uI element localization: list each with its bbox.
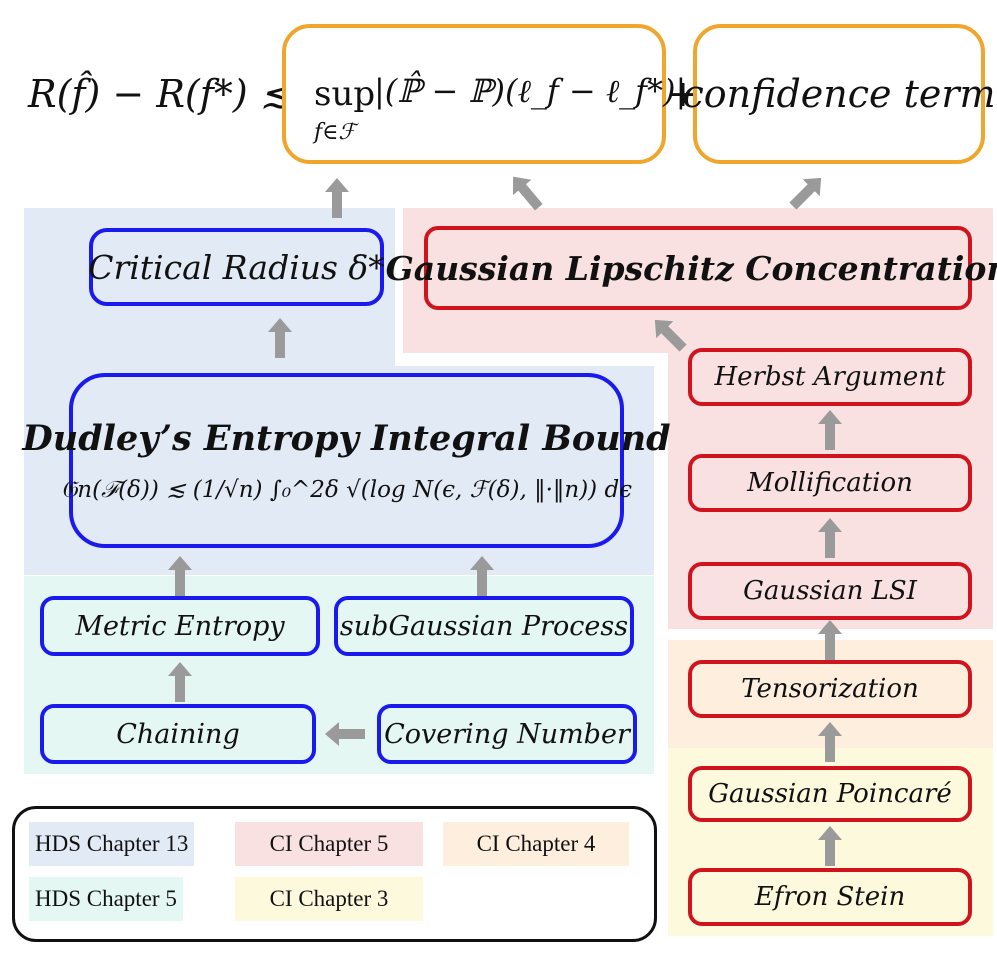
- tensorization-label: Tensorization: [741, 674, 919, 704]
- gaussian-lipschitz-box: Gaussian Lipschitz Concentration: [386, 226, 997, 310]
- dudley-bound-title: Dudley’s Entropy Integral Bound: [22, 418, 671, 459]
- tensorization-box: Tensorization: [688, 660, 972, 718]
- arrow-up-right-icon: [789, 177, 822, 210]
- risk-difference-lhs: R(f̂) − R(f*) ≲: [28, 72, 292, 116]
- covering-number-label: Covering Number: [384, 718, 630, 750]
- dudley-bound-box: Dudley’s Entropy Integral Bound 𝔊n(ℱ(δ))…: [22, 373, 671, 548]
- subgaussian-process-box: subGaussian Process: [334, 596, 634, 656]
- legend-item-ci-chapter-4: CI Chapter 4: [443, 822, 629, 866]
- arrow-up-left-icon: [512, 176, 543, 211]
- empirical-process-term: |(ℙ̂ − ℙ)(ℓ_f − ℓ_f*)|: [374, 72, 687, 110]
- region-ci-chapter-5-lower: [668, 353, 993, 629]
- gaussian-poincare-box: Gaussian Poincaré: [688, 766, 972, 822]
- arrow-up-icon: [818, 826, 842, 866]
- arrow-up-icon: [818, 620, 842, 660]
- critical-radius-box: Critical Radius δ*: [88, 228, 385, 306]
- covering-number-box: Covering Number: [377, 704, 637, 764]
- arrow-up-icon: [470, 556, 494, 596]
- efron-stein-label: Efron Stein: [754, 882, 906, 912]
- subgaussian-process-label: subGaussian Process: [339, 610, 629, 642]
- confidence-term-box: confidence term: [682, 24, 996, 164]
- herbst-argument-label: Herbst Argument: [714, 362, 946, 392]
- critical-radius-label: Critical Radius δ*: [88, 247, 385, 287]
- legend: HDS Chapter 13 CI Chapter 5 CI Chapter 4…: [12, 806, 657, 942]
- legend-item-ci-chapter-3: CI Chapter 3: [235, 877, 423, 921]
- herbst-argument-box: Herbst Argument: [688, 348, 972, 406]
- arrow-up-icon: [818, 722, 842, 762]
- arrow-up-icon: [168, 662, 192, 702]
- efron-stein-box: Efron Stein: [688, 868, 972, 926]
- sup-subscript: f∈ℱ: [314, 120, 356, 145]
- empirical-process-term-box: sup f∈ℱ |(ℙ̂ − ℙ)(ℓ_f − ℓ_f*)|: [282, 24, 686, 164]
- arrow-up-icon: [818, 410, 842, 450]
- metric-entropy-label: Metric Entropy: [75, 610, 285, 642]
- mollification-label: Mollification: [747, 468, 913, 498]
- arrow-up-icon: [818, 518, 842, 558]
- gaussian-lipschitz-label: Gaussian Lipschitz Concentration: [385, 248, 997, 288]
- gaussian-lsi-box: Gaussian LSI: [688, 562, 972, 620]
- gaussian-lsi-label: Gaussian LSI: [743, 576, 917, 606]
- confidence-term-label: confidence term: [682, 72, 996, 116]
- arrow-up-icon: [168, 556, 192, 596]
- arrow-left-icon: [325, 722, 365, 746]
- gaussian-poincare-label: Gaussian Poincaré: [708, 779, 952, 809]
- arrow-up-icon: [325, 178, 349, 218]
- mollification-box: Mollification: [688, 454, 972, 512]
- metric-entropy-box: Metric Entropy: [40, 596, 320, 656]
- legend-item-ci-chapter-5: CI Chapter 5: [235, 822, 423, 866]
- region-ci-chapter-5: [403, 208, 993, 353]
- arrow-up-icon: [268, 318, 292, 358]
- chaining-label: Chaining: [116, 718, 240, 750]
- dudley-bound-formula: 𝔊n(ℱ(δ)) ≲ (1/√n) ∫₀^2δ √(log N(ϵ, ℱ(δ),…: [60, 477, 633, 503]
- sup-operator: sup: [314, 74, 376, 114]
- legend-item-hds-chapter-5: HDS Chapter 5: [29, 877, 183, 921]
- arrow-up-left-icon: [654, 319, 687, 352]
- region-hds-chapter-13-lower: [24, 366, 654, 575]
- chaining-box: Chaining: [40, 704, 316, 764]
- legend-item-hds-chapter-13: HDS Chapter 13: [29, 822, 195, 866]
